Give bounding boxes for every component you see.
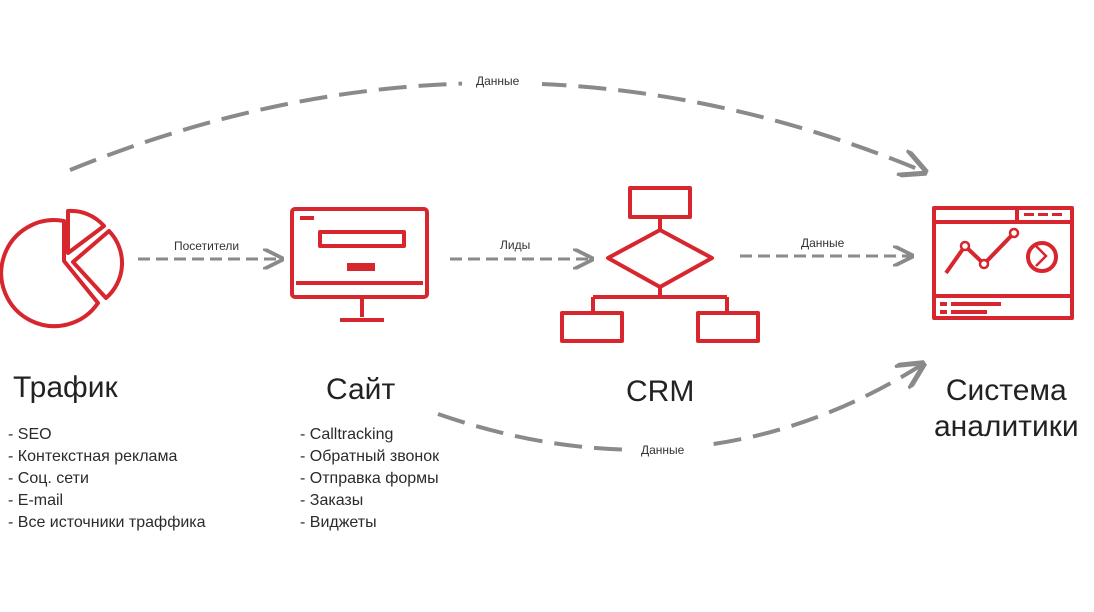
analytics-title-line1: Система	[945, 374, 1067, 407]
crm-title: CRM	[626, 375, 695, 408]
monitor-button-shape	[347, 263, 375, 271]
analytics-title-line2: аналитики	[934, 410, 1079, 443]
bottom-arc-label: Данные	[641, 443, 685, 457]
list-item: - Обратный звонок	[300, 448, 440, 465]
dashboard-pie-wedge	[1035, 245, 1048, 267]
list-item: - Заказы	[300, 492, 364, 509]
list-item: - Calltracking	[300, 426, 394, 443]
dashboard-footer-bars	[940, 302, 1001, 314]
bottom-arc-label-bg	[630, 438, 702, 462]
dashboard-icon	[932, 206, 1074, 320]
top-data-arc	[69, 81, 925, 172]
pie-chart-icon	[0, 208, 124, 329]
list-item: - SEO	[8, 426, 52, 443]
list-item: - Отправка формы	[300, 470, 439, 487]
monitor-dot	[300, 216, 314, 220]
data-label: Данные	[801, 236, 845, 250]
list-item: - Все источники траффика	[8, 514, 206, 531]
top-arc-label: Данные	[476, 74, 520, 88]
site-title: Сайт	[326, 373, 396, 406]
dashboard-header-dashes	[1024, 213, 1062, 216]
leads-label: Лиды	[500, 238, 531, 252]
traffic-title: Трафик	[13, 371, 118, 404]
analytics-title: Система аналитики	[934, 373, 1079, 445]
monitor-icon	[290, 207, 429, 322]
traffic-source-list: - SEO - Контекстная реклама - Соц. сети …	[8, 424, 206, 534]
list-item: - Контекстная реклама	[8, 448, 178, 465]
top-arc-label-bg	[462, 68, 542, 92]
flowchart-icon	[560, 186, 760, 343]
list-item: - Виджеты	[300, 514, 377, 531]
list-item: - E-mail	[8, 492, 64, 509]
visitors-label: Посетители	[174, 239, 240, 253]
site-conversion-list: - Calltracking - Обратный звонок - Отпра…	[300, 424, 439, 534]
list-item: - Соц. сети	[8, 470, 89, 487]
dashboard-chart-points	[959, 227, 1020, 270]
